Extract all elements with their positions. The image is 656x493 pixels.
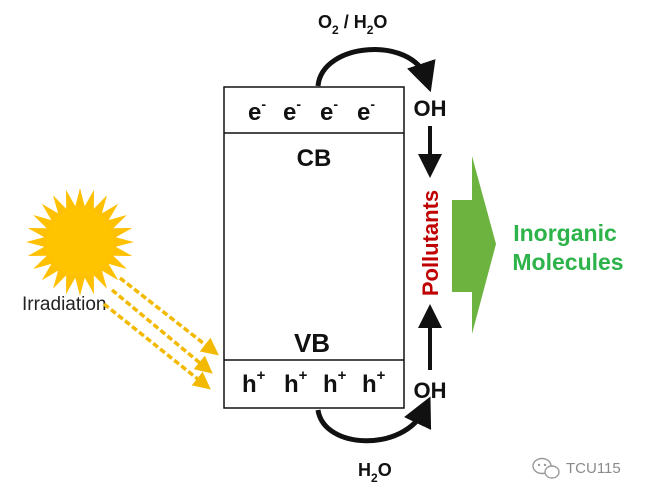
product-line2: Molecules — [512, 249, 623, 275]
hole: h+ — [362, 367, 386, 398]
electron: e- — [248, 96, 266, 126]
product-line1: Inorganic — [513, 220, 617, 246]
oxidation-curved-arrow — [315, 396, 432, 444]
vb-label: VB — [294, 328, 330, 358]
hydroxyl-radical-bottom: OH — [414, 378, 447, 403]
watermark-label: TCU115 — [566, 460, 621, 477]
electron-row: e- e- e- e- — [248, 96, 375, 126]
top-reagent: O2 / H2O — [318, 12, 387, 37]
electron: e- — [357, 96, 375, 126]
hole: h+ — [323, 367, 347, 398]
semiconductor-box — [223, 86, 405, 409]
electron: e- — [283, 96, 301, 126]
reduction-curved-arrow — [315, 47, 436, 93]
hydroxyl-radical-top: OH — [414, 96, 447, 121]
hole-row: h+ h+ h+ h+ — [242, 367, 386, 398]
watermark: TCU115 — [532, 457, 621, 479]
electron: e- — [320, 96, 338, 126]
bottom-reagent: H2O — [358, 460, 392, 485]
irradiation-label: Irradiation — [22, 294, 107, 315]
sun-icon — [26, 188, 134, 296]
degradation-arrow — [452, 156, 496, 334]
cb-label: CB — [297, 145, 332, 172]
hole: h+ — [284, 367, 308, 398]
light-rays — [102, 276, 219, 390]
hole: h+ — [242, 367, 266, 398]
wechat-icon — [532, 457, 560, 479]
pollutants-label: Pollutants — [418, 190, 443, 296]
